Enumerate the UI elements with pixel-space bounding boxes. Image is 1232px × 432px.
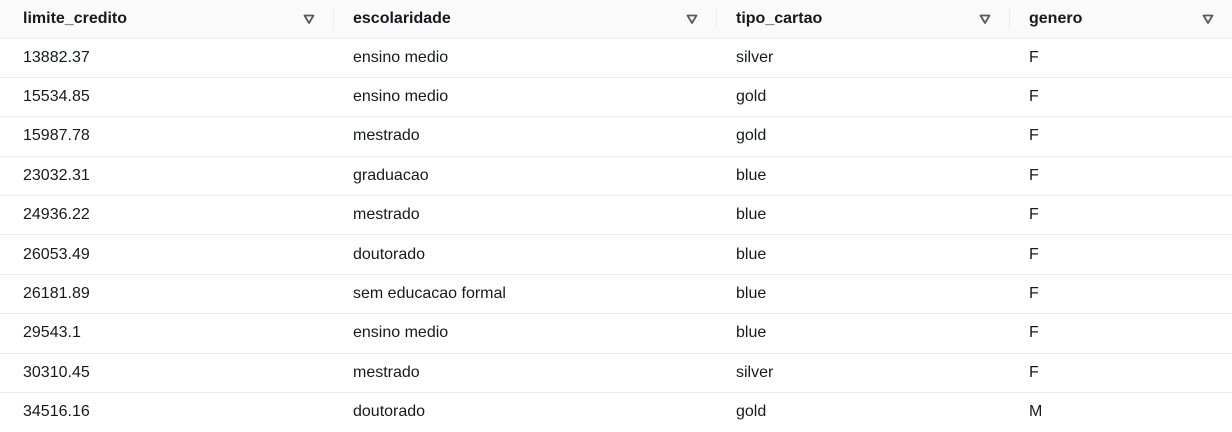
cell-tipo-cartao: gold (736, 403, 767, 421)
cell-limite-credito: 26181.89 (0, 274, 333, 315)
table-row: 15987.78 mestrado gold F (0, 116, 1232, 157)
cell-tipo-cartao: gold (716, 116, 1009, 157)
cell-limite-credito: 23032.31 (0, 156, 333, 197)
cell-escolaridade: mestrado (333, 353, 716, 394)
cell-genero: F (1009, 77, 1232, 118)
column-header-tipo-cartao[interactable]: tipo_cartao (716, 0, 1009, 39)
cell-escolaridade: mestrado (333, 116, 716, 157)
cell-limite-credito: 29543.1 (0, 313, 333, 354)
cell-tipo-cartao: blue (716, 195, 1009, 236)
cell-genero: F (1009, 313, 1232, 354)
column-separator (333, 9, 334, 29)
table-row: 30310.45 mestrado silver F (0, 353, 1232, 394)
table-row: 34516.16 doutorado gold M (0, 393, 1232, 432)
table-row: 15534.85 ensino medio gold F (0, 77, 1232, 118)
cell-limite-credito: 30310.45 (0, 353, 333, 394)
sort-icon[interactable] (686, 13, 698, 25)
cell-escolaridade: doutorado (353, 403, 426, 421)
cell-genero: F (1009, 38, 1232, 78)
column-header-label: escolaridade (353, 9, 451, 27)
column-header-label: tipo_cartao (736, 9, 823, 27)
table-row: 13882.37 ensino medio silver F (0, 38, 1232, 78)
header-row: limite_credito escolaridade tipo_cartao … (0, 0, 1232, 39)
cell-escolaridade: ensino medio (333, 77, 716, 118)
cell-escolaridade: sem educacao formal (333, 274, 716, 315)
cell-limite-credito: 24936.22 (0, 195, 333, 236)
cell-genero: F (1009, 274, 1232, 315)
cell-limite-credito: 15534.85 (0, 77, 333, 118)
table-header: limite_credito escolaridade tipo_cartao … (0, 0, 1232, 39)
cell-tipo-cartao: blue (716, 274, 1009, 315)
cell-limite-credito: 15987.78 (0, 116, 333, 157)
cell-escolaridade: doutorado (333, 234, 716, 275)
cell-genero: F (1009, 116, 1232, 157)
cell-genero: F (1009, 195, 1232, 236)
column-header-limite-credito[interactable]: limite_credito (0, 0, 333, 39)
cell-limite-credito: 13882.37 (0, 38, 333, 78)
cell-genero: F (1009, 156, 1232, 197)
cell-limite-credito: 26053.49 (0, 234, 333, 275)
cell-tipo-cartao: blue (716, 313, 1009, 354)
column-header-label: genero (1029, 9, 1083, 27)
sort-icon[interactable] (979, 13, 991, 25)
table-row: 29543.1 ensino medio blue F (0, 313, 1232, 354)
sort-icon[interactable] (1202, 13, 1214, 25)
cell-tipo-cartao: gold (716, 77, 1009, 118)
cell-escolaridade: ensino medio (333, 38, 716, 78)
cell-tipo-cartao: silver (716, 38, 1009, 78)
sort-icon[interactable] (303, 13, 315, 25)
table-row: 24936.22 mestrado blue F (0, 195, 1232, 236)
column-separator (716, 9, 717, 29)
table-row: 26181.89 sem educacao formal blue F (0, 274, 1232, 315)
cell-genero: F (1009, 353, 1232, 394)
cell-tipo-cartao: silver (716, 353, 1009, 394)
cell-tipo-cartao: blue (716, 234, 1009, 275)
cell-limite-credito: 34516.16 (23, 403, 90, 421)
table-row: 26053.49 doutorado blue F (0, 234, 1232, 275)
table-body: 13882.37 ensino medio silver F 15534.85 … (0, 38, 1232, 432)
table-row: 23032.31 graduacao blue F (0, 156, 1232, 197)
column-separator (1009, 9, 1010, 29)
column-header-escolaridade[interactable]: escolaridade (333, 0, 716, 39)
cell-escolaridade: graduacao (333, 156, 716, 197)
column-header-genero[interactable]: genero (1009, 0, 1232, 39)
cell-genero: F (1009, 234, 1232, 275)
column-header-label: limite_credito (23, 9, 128, 27)
cell-escolaridade: ensino medio (333, 313, 716, 354)
cell-tipo-cartao: blue (716, 156, 1009, 197)
cell-genero: M (1029, 403, 1043, 421)
cell-escolaridade: mestrado (333, 195, 716, 236)
